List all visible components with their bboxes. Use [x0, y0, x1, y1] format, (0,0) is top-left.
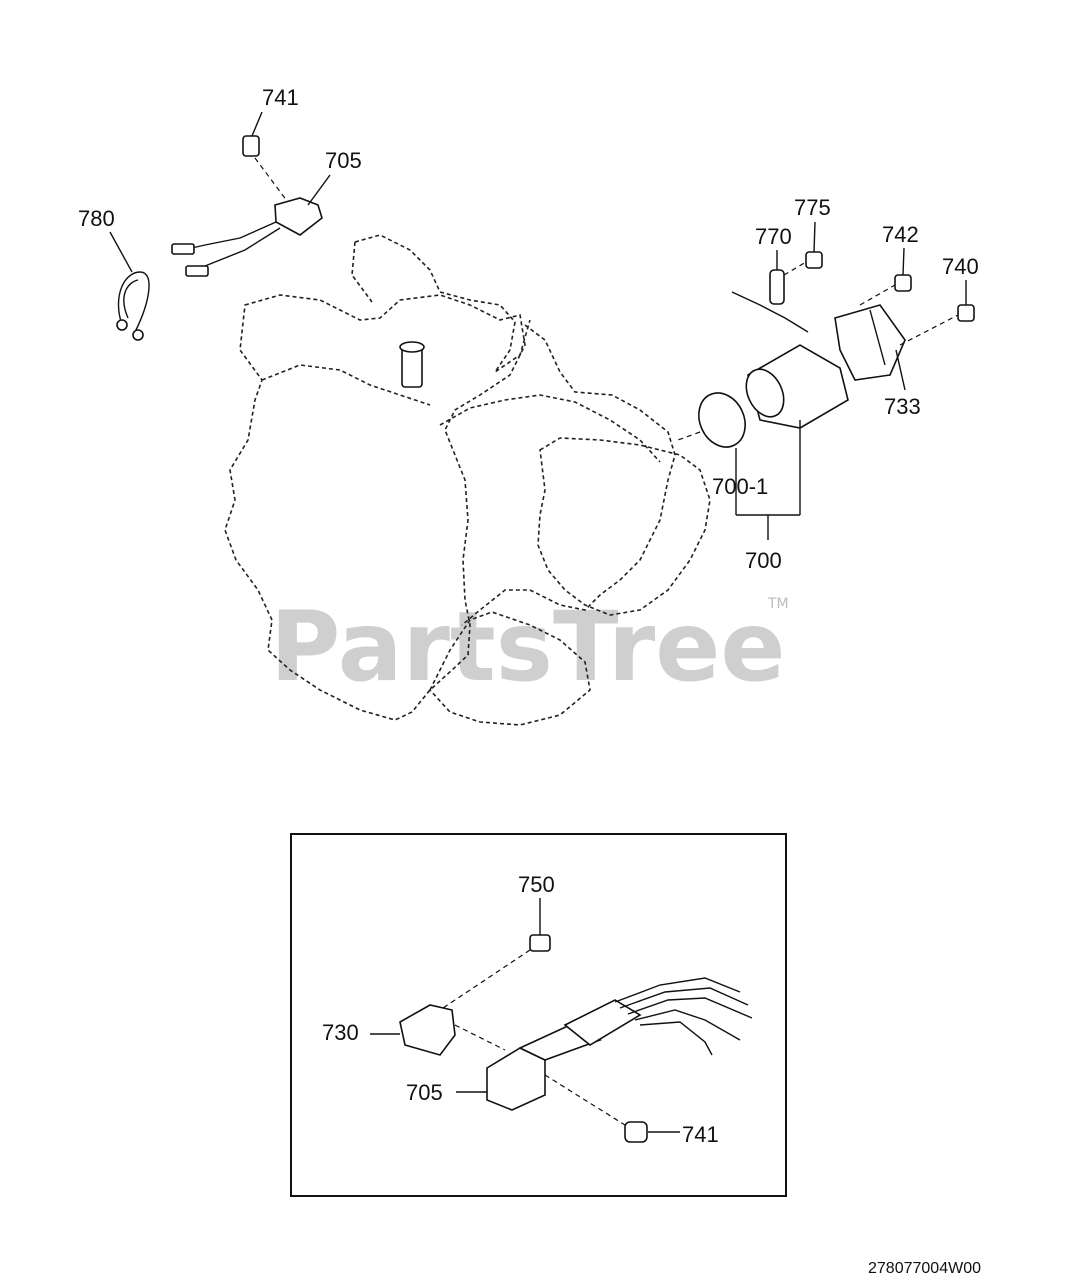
callout-780: 780 — [78, 206, 115, 231]
plate-730-icon — [399, 1004, 456, 1056]
starter-cover-icon — [834, 304, 906, 381]
callout-741-inset: 741 — [682, 1122, 719, 1147]
sensor-705-icon — [274, 197, 323, 236]
bolt-741-icon — [242, 135, 260, 157]
bolt-775-icon — [805, 251, 823, 269]
callout-740: 740 — [942, 254, 979, 279]
bracket-770-icon — [769, 269, 785, 305]
oring-700-1-icon — [698, 392, 746, 448]
clamp-780-icon — [116, 271, 150, 341]
watermark-text: PartsTree — [270, 591, 785, 703]
callout-750: 750 — [518, 872, 555, 897]
oil-sensor-assembly — [171, 135, 323, 277]
callout-741-top: 741 — [262, 85, 299, 110]
bolt-742-icon — [894, 274, 912, 292]
callout-742: 742 — [882, 222, 919, 247]
callout-775: 775 — [794, 195, 831, 220]
engine-outline — [224, 234, 711, 726]
starter-motor-assembly — [677, 251, 975, 540]
watermark-trademark: TM — [767, 596, 789, 612]
bolt-741-inset-icon — [624, 1121, 648, 1143]
callout-705-inset: 705 — [406, 1080, 443, 1105]
callout-700: 700 — [745, 548, 782, 573]
callout-770: 770 — [755, 224, 792, 249]
callout-700-1: 700-1 — [712, 474, 768, 499]
inset-detail-box: 750 730 705 741 — [290, 833, 787, 1197]
callout-730: 730 — [322, 1020, 359, 1045]
diagram-id: 278077004W00 — [868, 1260, 981, 1277]
callout-733: 733 — [884, 394, 921, 419]
bolt-740-icon — [957, 304, 975, 322]
bolt-750-icon — [529, 934, 551, 952]
callout-705-top: 705 — [325, 148, 362, 173]
